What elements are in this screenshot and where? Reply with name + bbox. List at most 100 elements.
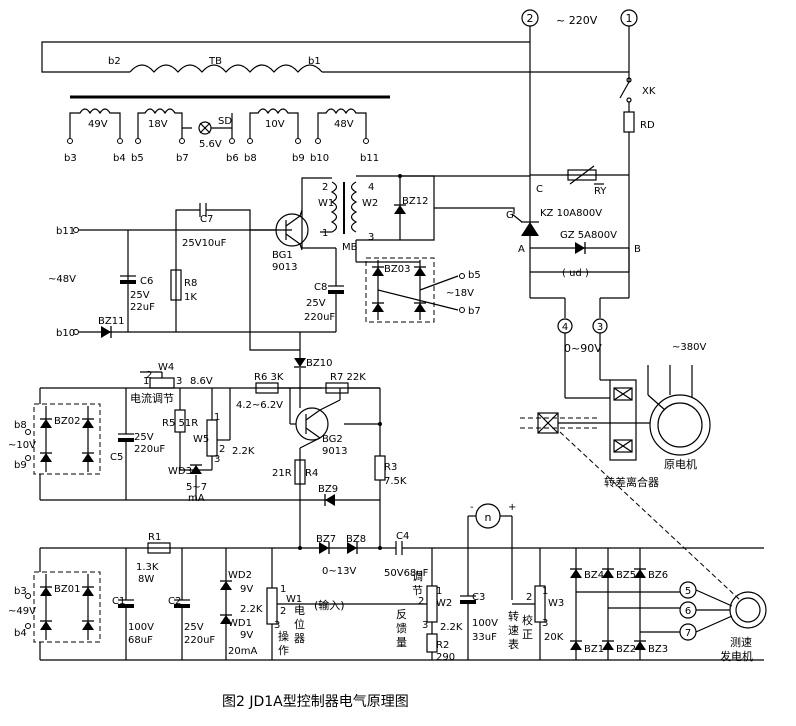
r1-power: 8W [138, 574, 154, 585]
w3-label-2: 表 [508, 637, 519, 651]
w2-label-1: 馈 [396, 622, 407, 635]
c1-voltage: 100V [128, 622, 154, 633]
ry-label: RY [594, 186, 607, 197]
term-b9: b9 [292, 153, 305, 164]
tacho-meter: n - + [467, 502, 516, 600]
c2-value: 220uF [184, 635, 215, 646]
w1-label-0: 操 [278, 629, 289, 643]
term-b11-left: b11 [56, 226, 75, 237]
c6-name: C6 [140, 276, 153, 287]
bz9-label: BZ9 [318, 484, 338, 495]
w1-name: W1 [286, 594, 302, 605]
bz03-voltage: ~18V [446, 288, 474, 299]
c2-name: C2 [168, 596, 181, 607]
w1-n3: 3 [274, 620, 280, 631]
out-terminal-4: 4 [562, 322, 568, 333]
bz02-b9: b9 [14, 460, 27, 471]
c3-name: C3 [472, 592, 485, 603]
r3-name: R3 [384, 462, 397, 473]
tap-10v: 10V [265, 119, 285, 130]
w3-n3: 3 [542, 618, 548, 629]
c8-voltage: 25V [306, 298, 326, 309]
bz8-label: BZ8 [346, 534, 366, 545]
c2-voltage: 25V [184, 622, 204, 633]
tacho-terminal-6: 6 [685, 606, 691, 617]
bz6-label: BZ6 [648, 570, 668, 581]
tb-name: TB [208, 56, 222, 67]
c1-name: C1 [112, 596, 125, 607]
w4-label: 电流调节 [130, 391, 174, 405]
c7-name: C7 [200, 214, 213, 225]
w5-value: 2.2K [232, 446, 255, 457]
term-b4: b4 [113, 153, 126, 164]
w3-n1: 1 [542, 586, 548, 597]
switch-xk: XK [619, 77, 656, 112]
gen-minus: - [470, 502, 474, 513]
bg2-type: 9013 [322, 446, 347, 457]
w4-n1: 1 [143, 376, 149, 387]
tacho-terminal-7: 7 [685, 628, 691, 639]
bg2-stage: R6 3K 4.2~6.2V R7 22K BG2 9013 21R R4 R3… [236, 372, 407, 548]
r1-c1-c2-wd: R1 1.3K 8W C1 100V 68uF C2 25V 220uF WD2… [112, 532, 257, 660]
bz02-label: BZ02 [54, 416, 80, 427]
w1-value: 2.2K [240, 604, 263, 615]
bridge-bz02: BZ02 b8 ~10V b9 [8, 387, 380, 501]
r7-label: R7 22K [330, 372, 366, 383]
switch-label: XK [642, 86, 656, 97]
r4-name: R4 [305, 468, 318, 479]
wd1-name: WD1 [228, 618, 252, 629]
mb-label: MB [342, 242, 358, 253]
c5-value: 220uF [134, 444, 165, 455]
c4-name: C4 [396, 531, 409, 542]
bz3-label: BZ3 [648, 644, 668, 655]
w3-label-0: 转 [508, 609, 519, 623]
c6-voltage: 25V [130, 290, 150, 301]
out-range: 0~90V [564, 342, 602, 355]
w3-label-1: 速 [508, 624, 519, 637]
bz02-b8: b8 [14, 420, 27, 431]
w2-label-0: 反 [396, 608, 407, 621]
wd3-name: WD3 [168, 466, 192, 477]
w2-name: W2 [436, 598, 452, 609]
bg1-type: 9013 [272, 262, 297, 273]
w3-pot: W3 1 2 3 20K 转 速 表 校 正 [508, 548, 564, 660]
bz01-voltage: ~49V [8, 606, 36, 617]
scr-b: B [634, 244, 641, 255]
motor-voltage: ~380V [672, 342, 706, 353]
bg1-name: BG1 [272, 250, 293, 261]
mb-n4: 4 [368, 182, 374, 193]
term-b7: b7 [176, 153, 189, 164]
term-b5: b5 [131, 153, 144, 164]
scr-c: C [536, 184, 543, 195]
supply-terminal-2: 2 [527, 12, 534, 25]
w4-n2: 2 [146, 370, 152, 381]
bz01-b4: b4 [14, 628, 27, 639]
supply-48v-label: ~48V [48, 274, 76, 285]
mb-w2: W2 [362, 198, 378, 209]
w2-n2: 2 [418, 596, 424, 607]
w4-n3: 3 [176, 376, 182, 387]
w2-n1: 1 [436, 586, 442, 597]
fuse-label: RD [640, 120, 655, 131]
c7-value: 25V10uF [182, 238, 227, 249]
w2-value: 2.2K [440, 622, 463, 633]
c8-value: 220uF [304, 312, 335, 323]
w3-value: 20K [544, 632, 564, 643]
supply-voltage: ~ 220V [556, 14, 598, 27]
r4-value: 21R [272, 468, 292, 479]
tb-b2: b2 [108, 56, 121, 67]
gen-plus: + [508, 502, 516, 513]
w3-label-3: 校 [522, 613, 533, 627]
w1-label-3: 位 [294, 617, 305, 631]
wd1-current: 20mA [228, 646, 257, 657]
term-b10-left: b10 [56, 328, 75, 339]
out-terminal-3: 3 [597, 322, 603, 333]
bz12-label: BZ12 [402, 196, 428, 207]
scr-gz: GZ 5A800V [560, 230, 617, 241]
c8-name: C8 [314, 282, 327, 293]
transformer-tb: b2 TB b1 49V 18V SD 5.6V 10V 48V b3 b4 b… [41, 41, 629, 164]
wd2-name: WD2 [228, 570, 252, 581]
w5-n3: 3 [214, 454, 220, 465]
supply-terminals: 2 1 ~ 220V [521, 9, 638, 78]
r2-name: R2 [436, 640, 449, 651]
